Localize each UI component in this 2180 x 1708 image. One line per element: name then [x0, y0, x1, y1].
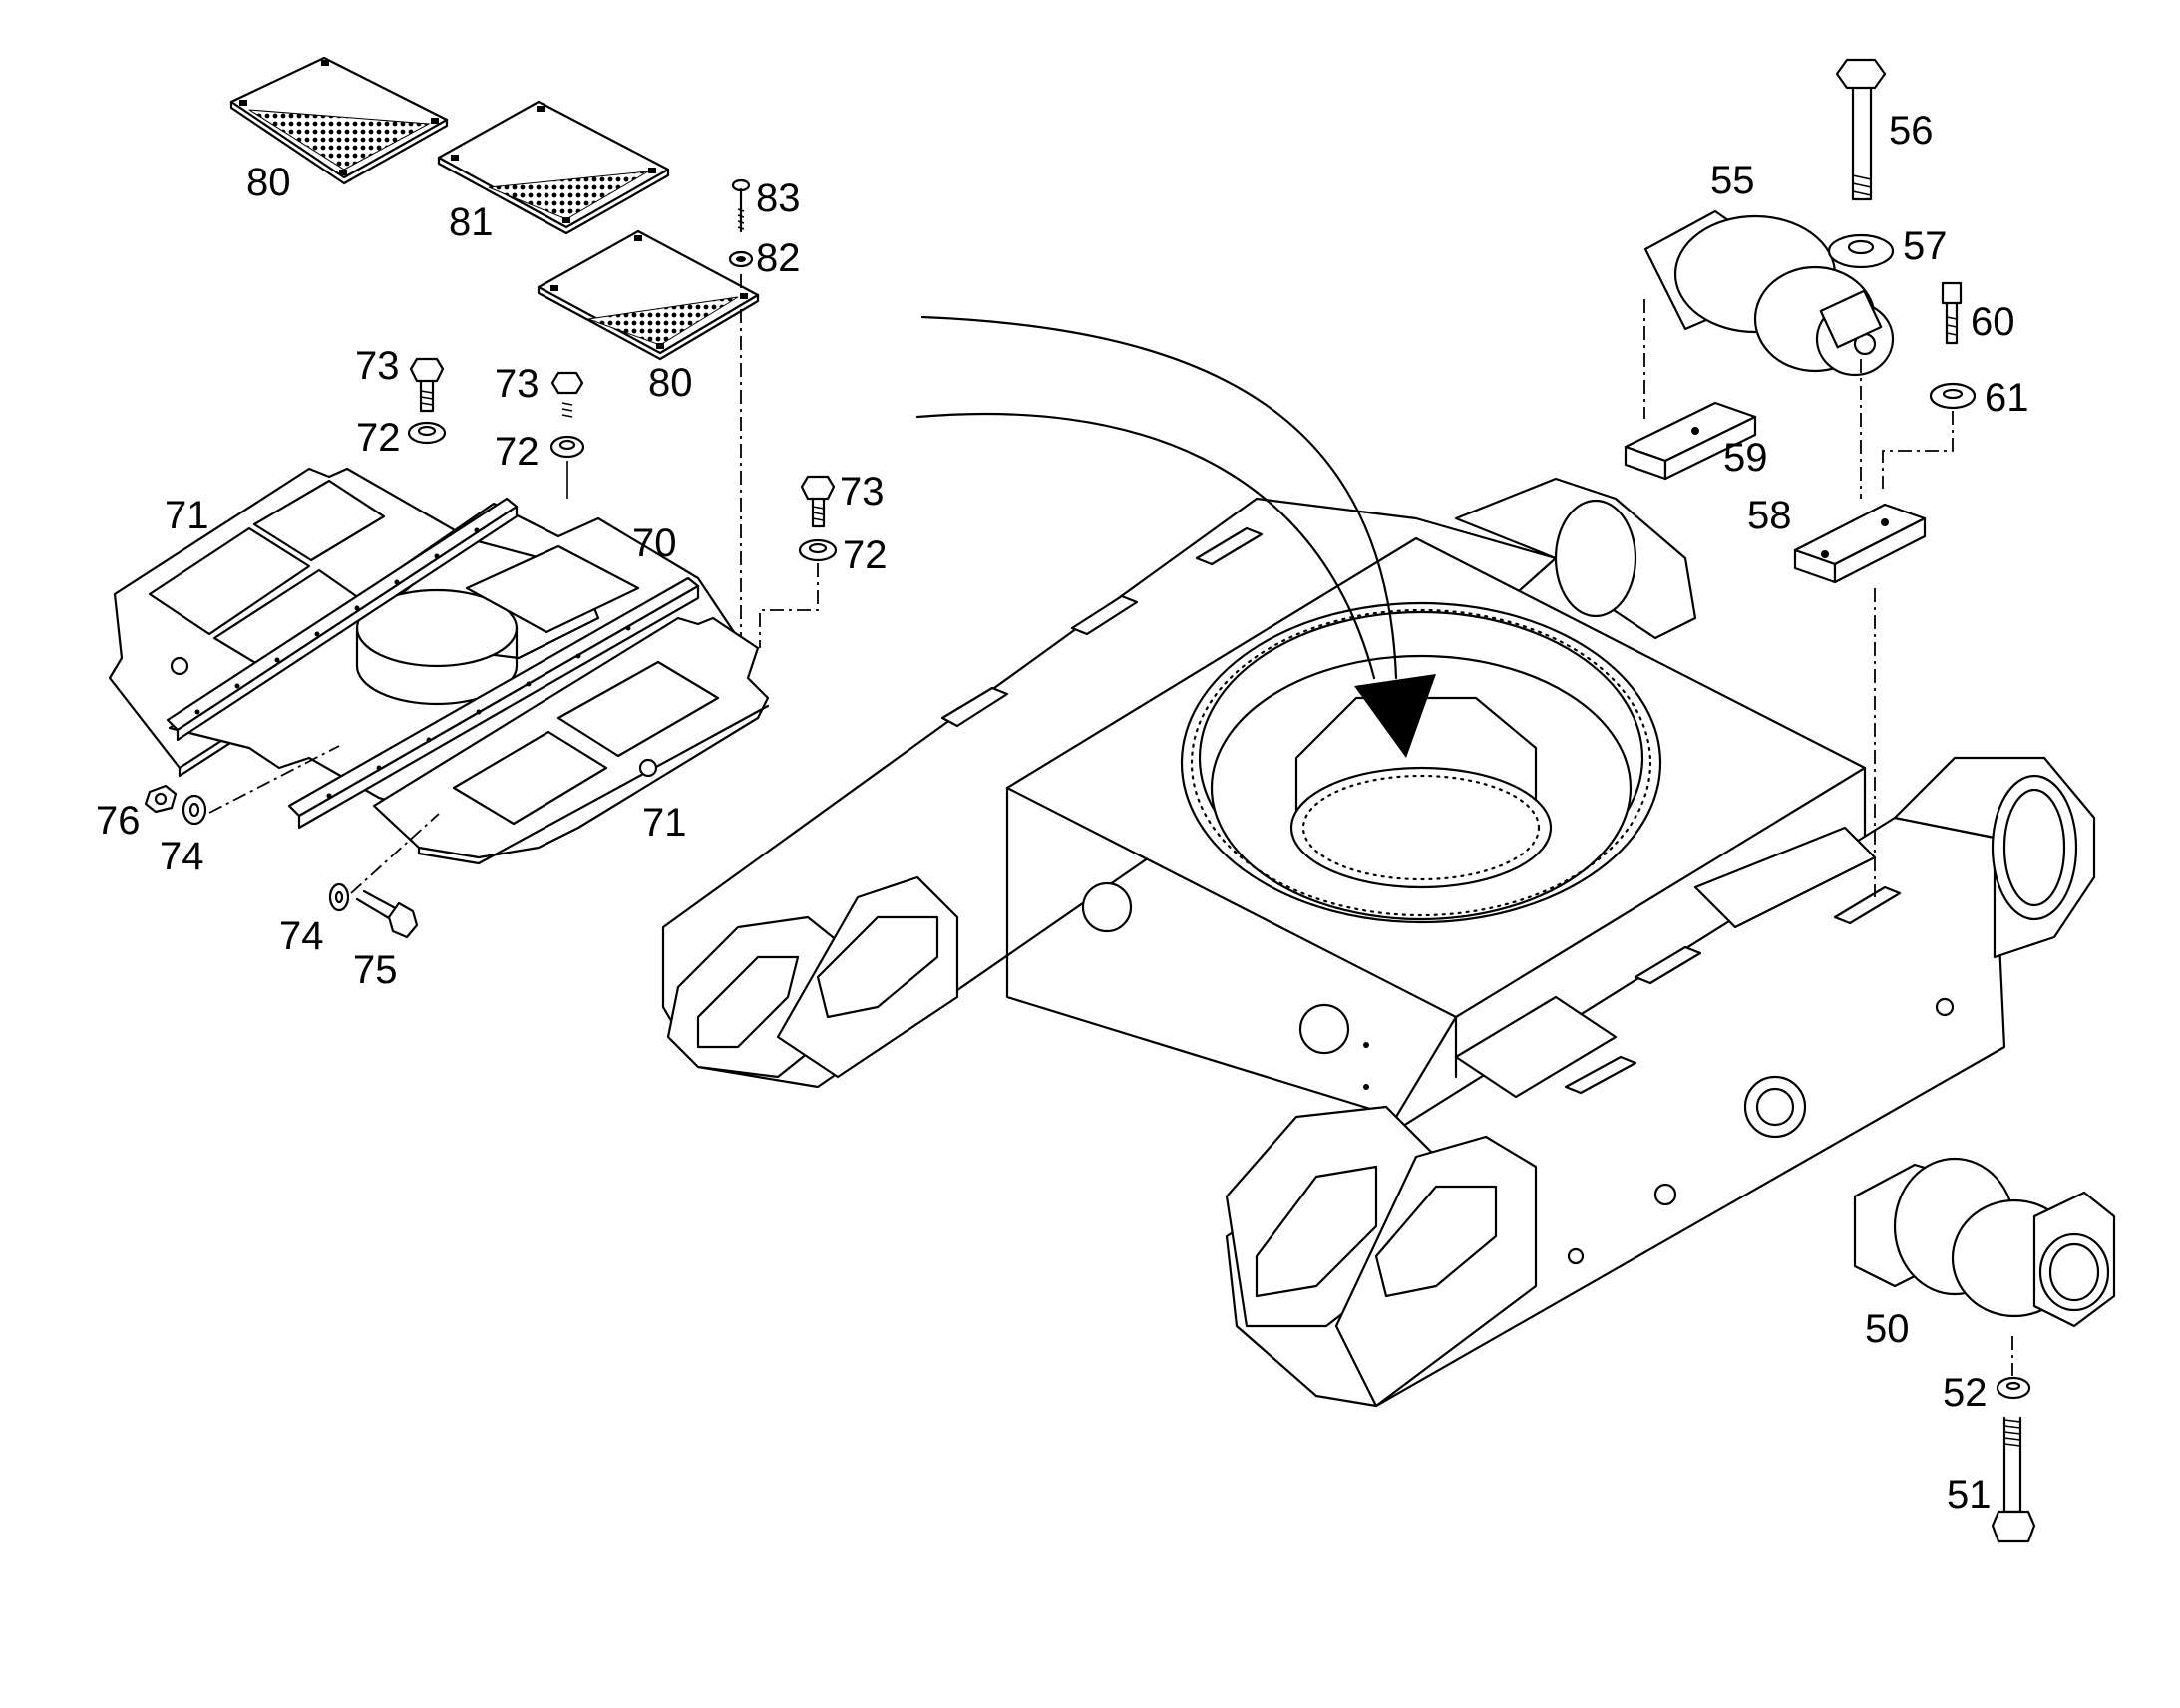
bolt-60	[1941, 281, 1963, 345]
callout-74: 74	[279, 914, 324, 958]
mount-block-58	[1793, 503, 1927, 584]
washer-72-c	[798, 538, 838, 562]
bolt-51	[1991, 1416, 2036, 1543]
callout-59: 59	[1723, 436, 1768, 480]
callout-58: 58	[1747, 494, 1792, 537]
washer-57	[1827, 233, 1895, 269]
washer-61	[1929, 382, 1977, 410]
callout-75: 75	[353, 948, 398, 992]
callout-60: 60	[1971, 300, 2015, 344]
washer-72-b	[549, 435, 585, 459]
top-roller-55	[1643, 209, 1895, 377]
bolt-56	[1835, 58, 1887, 201]
swing-arrow	[915, 315, 1436, 758]
bolt-75	[355, 889, 419, 939]
leader-72c	[759, 563, 819, 648]
callout-57: 57	[1903, 224, 1948, 268]
callout-72: 72	[843, 533, 888, 577]
callout-74: 74	[160, 835, 204, 878]
cover-plate-80-lower	[537, 229, 760, 361]
callout-52: 52	[1943, 1371, 1988, 1415]
callout-72: 72	[495, 430, 540, 474]
bottom-plate-71-right	[372, 616, 770, 865]
bolt-73-b	[552, 373, 584, 418]
callout-55: 55	[1710, 159, 1755, 202]
callout-76: 76	[96, 799, 141, 843]
callout-72: 72	[356, 416, 401, 460]
cover-plate-81	[437, 100, 670, 235]
callout-73: 73	[355, 344, 400, 388]
washer-74-b	[328, 882, 350, 912]
bolt-83	[731, 178, 751, 233]
callout-82: 82	[756, 236, 801, 280]
callout-56: 56	[1889, 109, 1934, 153]
bolt-73-a	[409, 357, 445, 413]
callout-50: 50	[1865, 1307, 1910, 1351]
washer-72-a	[407, 421, 447, 445]
callout-71: 71	[165, 494, 209, 537]
leader-74a	[208, 745, 340, 814]
stiffener-rail-right	[287, 576, 700, 830]
undercarriage-frame	[661, 477, 2096, 1408]
cover-plate-80-top	[229, 56, 449, 185]
callout-73: 73	[495, 362, 540, 406]
leader-61	[1882, 411, 1954, 489]
bolt-73-c	[800, 475, 836, 528]
bottom-roller-50	[1853, 1157, 2116, 1328]
mount-block-59	[1624, 401, 1757, 481]
callout-51: 51	[1947, 1473, 1992, 1517]
stiffener-rail-left	[166, 497, 519, 742]
callout-80: 80	[246, 161, 291, 204]
callout-73: 73	[840, 470, 885, 513]
washer-74-a	[182, 794, 207, 826]
washer-82	[728, 250, 754, 268]
leader-74b	[350, 813, 440, 894]
callout-81: 81	[449, 200, 494, 244]
nut-76	[144, 784, 178, 814]
callout-80: 80	[648, 361, 693, 405]
callout-83: 83	[756, 176, 801, 220]
callout-labels: 80 81 83 82 80 73 72 73 72 71 70 73 72 7…	[96, 109, 2029, 1517]
callout-70: 70	[632, 521, 677, 565]
washer-52	[1996, 1376, 2031, 1400]
callout-71: 71	[642, 801, 687, 845]
callout-61: 61	[1985, 376, 2029, 420]
